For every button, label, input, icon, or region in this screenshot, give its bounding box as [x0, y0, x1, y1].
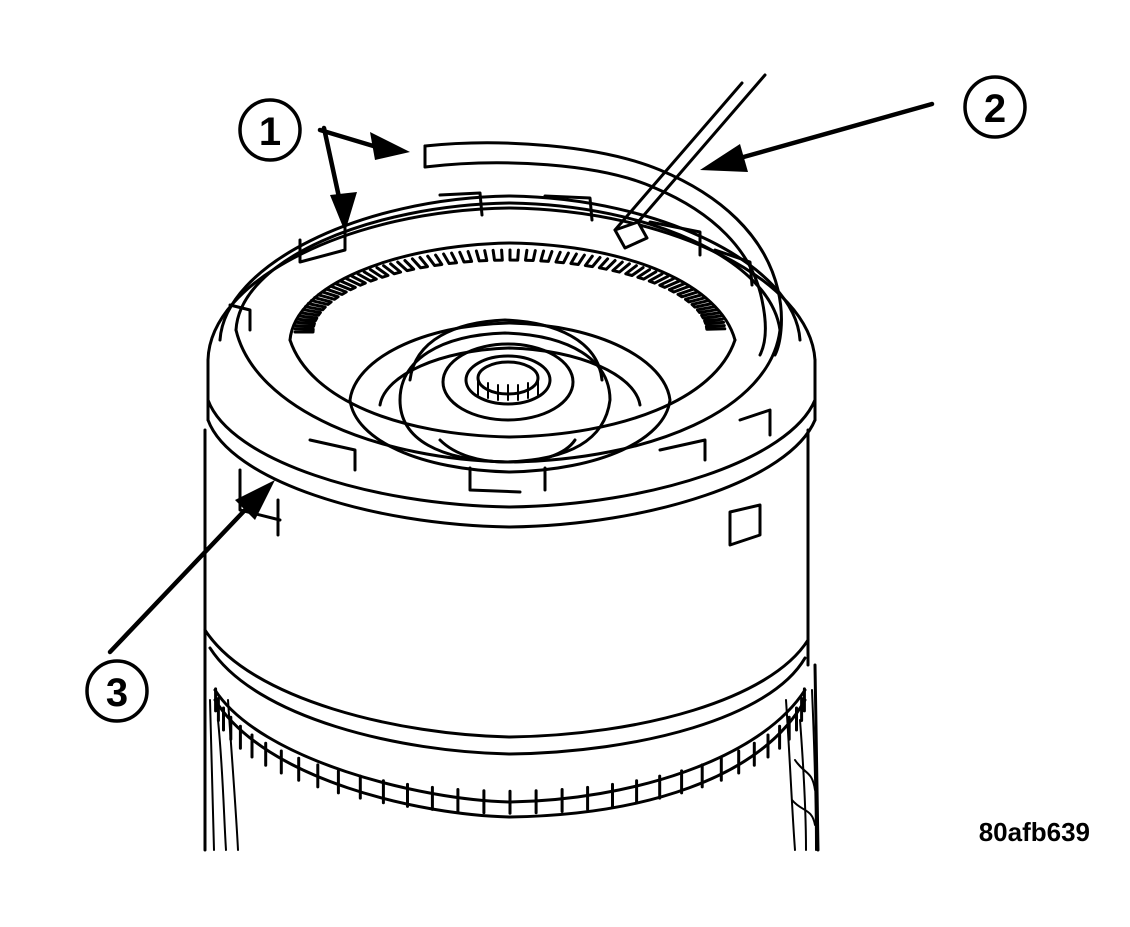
lower-hub [203, 638, 820, 852]
snap-ring [423, 141, 783, 357]
center-hub [348, 318, 672, 474]
callout-1-label: 1 [259, 110, 281, 154]
gear-ring [213, 687, 807, 819]
callout-2-leader [737, 101, 935, 161]
arrowhead [370, 132, 410, 160]
callout-3-label: 3 [106, 671, 128, 715]
arrowhead [700, 144, 748, 172]
figure-id: 80afb639 [979, 817, 1090, 847]
callout-1: 1 [238, 98, 302, 162]
callout-2: 2 [963, 75, 1027, 139]
callout-2-label: 2 [984, 87, 1006, 131]
callout-3-leader [107, 507, 248, 655]
internal-splines [293, 248, 727, 334]
pressure-plate [228, 191, 782, 494]
arrowhead [330, 192, 357, 232]
arrowhead [235, 480, 275, 520]
callout-3: 3 [85, 659, 149, 723]
clutch-drum [203, 194, 817, 756]
leader-arrows [107, 101, 935, 655]
callout-1-leader [317, 127, 383, 151]
screwdriver [613, 73, 767, 250]
